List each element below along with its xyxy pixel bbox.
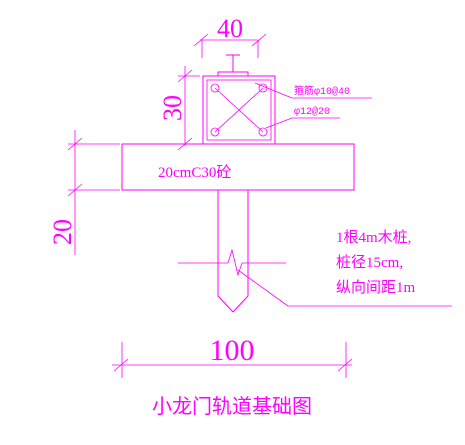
timber-pile	[178, 190, 286, 313]
leader-rebar: φ12@20	[265, 106, 340, 129]
rebar-label: φ12@20	[294, 106, 330, 118]
beam-label: 20cmC30砼	[158, 164, 231, 181]
stirrup-label: 箍筋φ10@40	[294, 84, 350, 98]
dim-rail-height: 30	[158, 66, 200, 151]
rebar-dot	[210, 127, 220, 137]
leader-stirrup: 箍筋φ10@40	[254, 82, 372, 99]
dim-rail-height-label: 30	[158, 95, 187, 121]
dim-rail-width: 40	[193, 14, 267, 58]
dim-rail-width-label: 40	[217, 14, 243, 43]
rail-section	[217, 54, 249, 77]
rail-block	[202, 75, 276, 145]
dim-beam-depth: 20	[48, 130, 120, 255]
pile-note-line3: 纵向间距1m	[336, 279, 416, 296]
drawing-title: 小龙门轨道基础图	[152, 395, 312, 418]
pile-note-line1: 1根4m木桩,	[336, 229, 411, 246]
concrete-beam: 20cmC30砼	[121, 143, 355, 191]
dim-beam-length-label: 100	[210, 334, 255, 367]
rebar-dot	[258, 127, 268, 137]
dim-beam-length: 100	[112, 334, 353, 378]
dim-beam-depth-label: 20	[48, 219, 77, 245]
pile-note-line2: 桩径15cm,	[336, 254, 403, 271]
leader-pile: 1根4m木桩, 桩径15cm, 纵向间距1m	[237, 229, 452, 307]
rebar-dot	[210, 83, 220, 93]
